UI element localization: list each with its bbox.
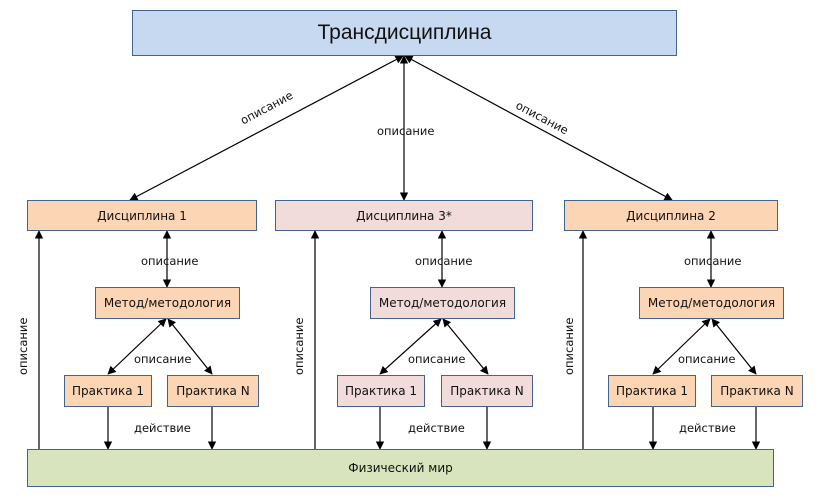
arrow-method2-p1 (652, 318, 711, 375)
method-2-label: Метод/методология (647, 296, 776, 310)
method-2-box[interactable]: Метод/методология (639, 287, 784, 319)
action-label-col3: действие (408, 421, 465, 435)
side-desc-col2: описание (562, 317, 576, 375)
action-label-col1: действие (134, 421, 191, 435)
practice-n-box-col1[interactable]: Практика N (167, 375, 259, 407)
practice-n-label: Практика N (450, 384, 524, 398)
arrow-method2-pn (711, 318, 757, 375)
practice-1-box-col2[interactable]: Практика 1 (608, 375, 696, 407)
practice-n-label: Практика N (176, 384, 250, 398)
practice-1-label: Практика 1 (344, 384, 418, 398)
desc-disc2-method: описание (684, 254, 742, 268)
arrow-method1-pn (167, 318, 213, 375)
discipline-3-label: Дисциплина 3* (356, 208, 452, 223)
practice-1-box-col3[interactable]: Практика 1 (337, 375, 425, 407)
practice-1-box-col1[interactable]: Практика 1 (64, 375, 152, 407)
action-label-col2: действие (679, 421, 736, 435)
side-desc-col1: описание (16, 317, 30, 375)
desc-method1-practice: описание (134, 352, 192, 366)
edge-label-top-disc3: описание (377, 124, 435, 138)
arrow-top-disc2 (404, 55, 673, 201)
method-3-label: Метод/методология (378, 296, 507, 310)
transdiscipline-box[interactable]: Трансдисциплина (132, 10, 677, 56)
discipline-1-box[interactable]: Дисциплина 1 (27, 200, 257, 231)
discipline-1-label: Дисциплина 1 (97, 208, 187, 223)
method-3-box[interactable]: Метод/методология (370, 287, 515, 319)
practice-1-label: Практика 1 (71, 384, 145, 398)
discipline-3-box[interactable]: Дисциплина 3* (275, 200, 533, 231)
desc-disc3-method: описание (415, 254, 473, 268)
practice-n-label: Практика N (720, 384, 794, 398)
method-1-label: Метод/методология (103, 296, 232, 310)
physical-world-box[interactable]: Физический мир (27, 449, 774, 487)
arrow-method3-pn (442, 318, 489, 375)
arrow-method3-p1 (379, 318, 442, 375)
side-desc-col3: описание (292, 317, 306, 375)
practice-n-box-col3[interactable]: Практика N (441, 375, 533, 407)
arrow-top-disc1 (129, 55, 404, 201)
practice-1-label: Практика 1 (615, 384, 689, 398)
discipline-2-box[interactable]: Дисциплина 2 (564, 200, 778, 231)
method-1-box[interactable]: Метод/методология (95, 287, 240, 319)
practice-n-box-col2[interactable]: Практика N (711, 375, 803, 407)
desc-method2-practice: описание (678, 352, 736, 366)
physical-world-label: Физический мир (348, 461, 453, 475)
arrow-method1-p1 (107, 318, 167, 375)
desc-method3-practice: описание (408, 352, 466, 366)
desc-disc1-method: описание (141, 254, 199, 268)
transdiscipline-label: Трансдисциплина (317, 21, 492, 44)
discipline-2-label: Дисциплина 2 (626, 208, 716, 223)
